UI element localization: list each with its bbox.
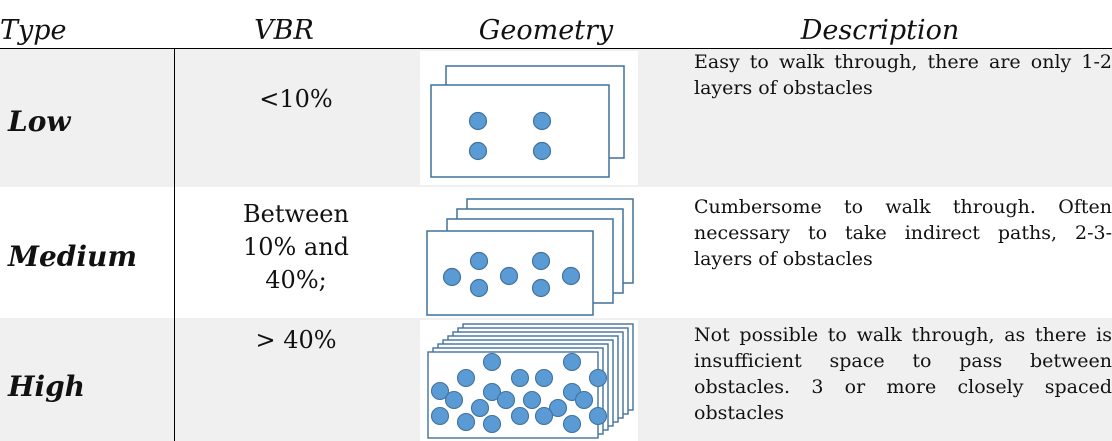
vbr-line: <10% — [259, 85, 333, 113]
header-rule — [0, 48, 1112, 50]
description-low: Easy to walk through, there are only 1-2… — [694, 51, 1112, 99]
column-divider — [174, 49, 175, 441]
vbr-value-medium: Between 10% and 40%; — [175, 198, 417, 297]
obstacle-layers-medium-graphic — [426, 198, 634, 316]
type-label-high: High — [8, 370, 86, 403]
vbr-line: 10% and — [242, 233, 350, 261]
header-type: Type — [0, 15, 67, 46]
table-row-high: High > 40% — [0, 318, 1112, 441]
header-description: Description — [800, 15, 960, 46]
vbr-line: > 40% — [255, 326, 337, 354]
header-vbr: VBR — [254, 15, 314, 46]
vbr-value-high: > 40% — [175, 324, 417, 357]
geometry-diagram-medium — [420, 188, 638, 317]
description-high: Not possible to walk through, as there i… — [694, 324, 1112, 424]
type-label-low: Low — [8, 105, 71, 138]
vbr-line: 40%; — [265, 266, 327, 294]
header-geometry: Geometry — [478, 15, 614, 46]
geometry-diagram-low — [420, 51, 638, 185]
geometry-diagram-high — [420, 320, 638, 441]
vbr-line: Between — [243, 200, 349, 228]
table-row-medium: Medium Between 10% and 40%; Cumbersome t… — [0, 188, 1112, 317]
vbr-value-low: <10% — [175, 83, 417, 116]
type-label-medium: Medium — [8, 240, 138, 273]
table-row-low: Low <10% Easy to walk through, there are… — [0, 49, 1112, 187]
description-medium: Cumbersome to walk through. Often necess… — [694, 196, 1112, 270]
obstacle-layers-high-graphic — [427, 323, 634, 439]
obstacle-layers-low-graphic — [430, 65, 625, 178]
